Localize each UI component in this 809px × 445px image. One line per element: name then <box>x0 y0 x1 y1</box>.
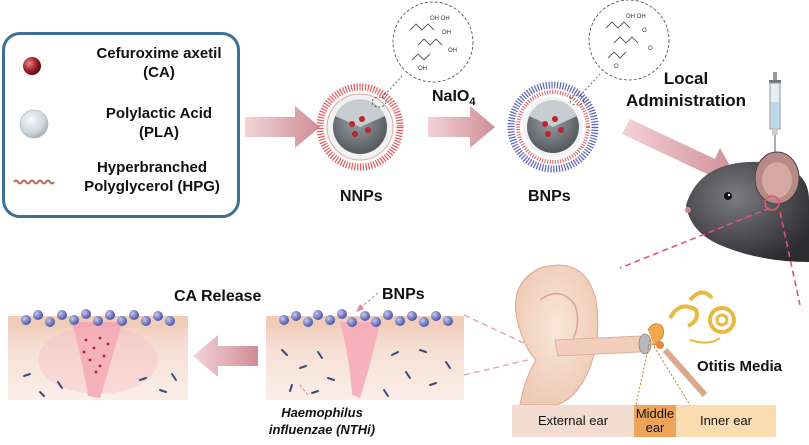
arrow-nnps-to-bnps <box>428 106 495 148</box>
svg-text:O: O <box>614 64 619 70</box>
otitis-media-label: Otitis Media <box>697 358 783 375</box>
syringe-icon <box>769 72 781 164</box>
hpg-marker-icon <box>13 179 55 185</box>
reagent-label: NaIO4 <box>432 88 476 109</box>
ear-anatomy-icon <box>515 264 736 406</box>
svg-text:O: O <box>648 46 653 52</box>
ca-release-label: CA Release <box>174 288 262 305</box>
pla-marker-icon <box>19 109 49 139</box>
pointer-ear-to-tissue-top <box>463 314 529 346</box>
nnps-label: NNPs <box>340 188 383 205</box>
tissue-panel-ca-release <box>8 309 188 400</box>
svg-text:OH OH: OH OH <box>430 16 450 22</box>
mouse-icon <box>685 151 809 262</box>
arrow-legend-to-nnps <box>245 106 320 148</box>
ca-marker-icon <box>23 57 41 75</box>
bnps-label: BNPs <box>528 188 571 205</box>
bnp-particle-icon <box>507 81 599 173</box>
ear-region-middle: Middle ear <box>634 405 676 437</box>
svg-text:OH: OH <box>418 66 427 72</box>
legend-label-pla: Polylactic Acid(PLA) <box>105 105 213 141</box>
svg-text:OH: OH <box>448 48 457 54</box>
ear-region-inner: Inner ear <box>676 405 776 437</box>
pointer-ear-to-tissue-bottom <box>463 359 529 376</box>
bnps-tissue-label: BNPs <box>382 286 425 303</box>
pointer-mouse-to-ear-right <box>779 211 801 306</box>
arrow-bnps-to-release <box>193 335 258 377</box>
legend-label-ca: Cefuroxime axetil(CA) <box>96 45 222 81</box>
arrow-to-mouse <box>622 119 738 185</box>
svg-text:OH OH: OH OH <box>626 14 646 20</box>
middle-ear-pointer <box>635 339 691 406</box>
aldehyde-structure-zoom-icon: OH OH O O O <box>569 0 670 106</box>
hpg-structure-zoom-icon: OH OH OH OH OH <box>371 1 474 108</box>
svg-text:OH: OH <box>442 30 451 36</box>
tissue-panel-bnps <box>266 292 464 400</box>
svg-text:O: O <box>642 28 647 34</box>
nnp-particle-icon <box>316 83 404 171</box>
pointer-mouse-to-ear-left <box>619 207 771 269</box>
ear-region-external: External ear <box>512 405 634 437</box>
